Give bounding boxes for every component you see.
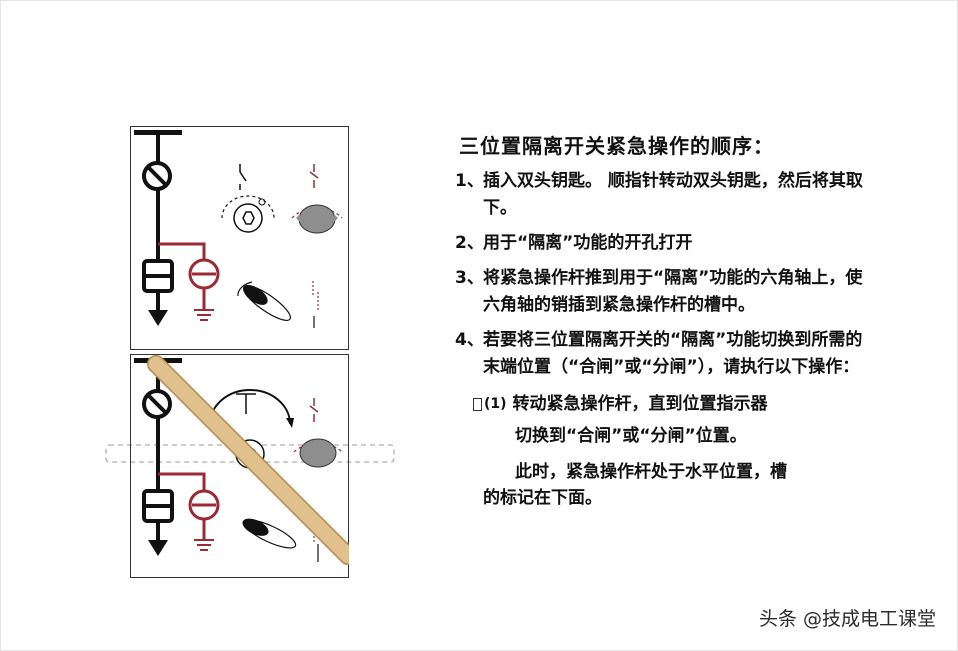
substep-line-1: 转动紧急操作杆，直到位置指示器 (512, 393, 768, 414)
step-text: 用于“隔离”功能的开孔打开 (483, 233, 693, 253)
step-number: 3、 (455, 268, 484, 288)
instruction-text: 三位置隔离开关紧急操作的顺序： 1、 插入双头钥匙。 顺指针转动双头钥匙，然后将… (455, 128, 875, 511)
missing-glyph-box (473, 397, 482, 411)
step-4: 4、 若要将三位置隔离开关的“隔离”功能切换到所需的末端位置（“合闸”或“分闸”… (455, 327, 875, 381)
substep-line-3: 此时，紧急操作杆处于水平位置，槽 (515, 462, 787, 482)
step-3: 3、 将紧急操作杆推到用于“隔离”功能的六角轴上，使六角轴的销插到紧急操作杆的槽… (455, 265, 875, 319)
page-title: 三位置隔离开关紧急操作的顺序： (459, 134, 774, 158)
step-2: 2、 用于“隔离”功能的开孔打开 (455, 230, 875, 257)
step-number: 2、 (455, 233, 484, 253)
substep-1: (1) 转动紧急操作杆，直到位置指示器 切换到“合闸”或“分闸”位置。 此时，紧… (455, 389, 875, 511)
step-number: 4、 (455, 330, 484, 350)
substep-line-4: 的标记在下面。 (483, 488, 602, 508)
diagram-isolator-before (130, 126, 349, 350)
step-number: 1、 (455, 171, 484, 191)
step-text: 将紧急操作杆推到用于“隔离”功能的六角轴上，使六角轴的销插到紧急操作杆的槽中。 (483, 268, 863, 315)
substep-line-2: 切换到“合闸”或“分闸”位置。 (515, 426, 747, 446)
step-text: 插入双头钥匙。 顺指针转动双头钥匙，然后将其取下。 (483, 171, 863, 218)
watermark: 头条 @技成电工课堂 (758, 608, 936, 630)
step-text: 若要将三位置隔离开关的“隔离”功能切换到所需的末端位置（“合闸”或“分闸”），请… (483, 330, 863, 377)
step-1: 1、 插入双头钥匙。 顺指针转动双头钥匙，然后将其取下。 (455, 168, 875, 222)
diagram-isolator-with-lever (130, 354, 357, 578)
substep-number: (1) (484, 395, 507, 412)
